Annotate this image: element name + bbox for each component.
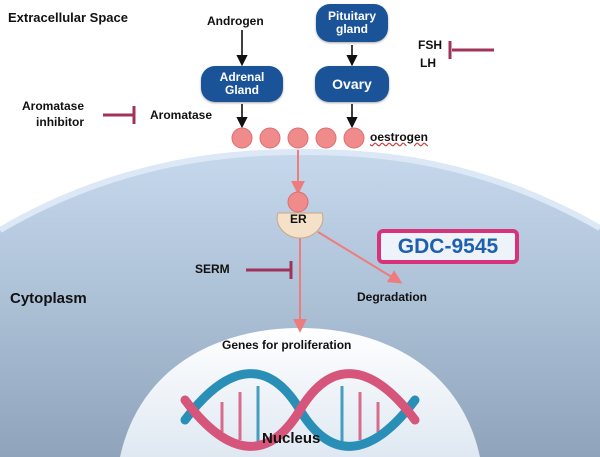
region-label-nucleus: Nucleus <box>262 430 321 447</box>
drug-label: GDC-9545 <box>397 234 499 258</box>
label-lh: LH <box>420 56 436 70</box>
node-pituitary-gland: Pituitary gland <box>316 4 388 42</box>
label-androgen: Androgen <box>207 14 264 28</box>
label-er: ER <box>290 212 307 226</box>
oestrogen-molecules <box>231 127 365 149</box>
membrane-highlight <box>0 148 600 233</box>
node-adrenal-gland: Adrenal Gland <box>201 66 283 102</box>
label-fsh: FSH <box>418 38 442 52</box>
adrenal-label: Adrenal Gland <box>219 70 265 97</box>
label-aromatase-inhibitor: Aromatase inhibitor <box>22 99 85 129</box>
label-genes-proliferation: Genes for proliferation <box>222 338 352 352</box>
region-label-extracellular: Extracellular Space <box>8 10 128 25</box>
drug-badge-gdc9545: GDC-9545 <box>377 229 519 264</box>
inhibit-fsh-lh <box>448 41 494 59</box>
dna-helix <box>180 369 420 451</box>
inhibit-aromatase <box>103 106 136 124</box>
label-degradation: Degradation <box>357 290 428 304</box>
pituitary-label: Pituitary gland <box>327 9 376 36</box>
ovary-label: Ovary <box>332 75 372 92</box>
region-label-cytoplasm: Cytoplasm <box>10 290 87 307</box>
arrow-er-degradation <box>317 231 403 284</box>
label-aromatase: Aromatase <box>150 108 213 122</box>
label-serm: SERM <box>195 262 230 276</box>
label-oestrogen: oestrogen <box>370 130 429 144</box>
er-receptor <box>276 212 324 239</box>
inhibit-serm <box>246 261 293 279</box>
bound-oestrogen <box>287 191 309 213</box>
node-ovary: Ovary <box>315 66 389 102</box>
